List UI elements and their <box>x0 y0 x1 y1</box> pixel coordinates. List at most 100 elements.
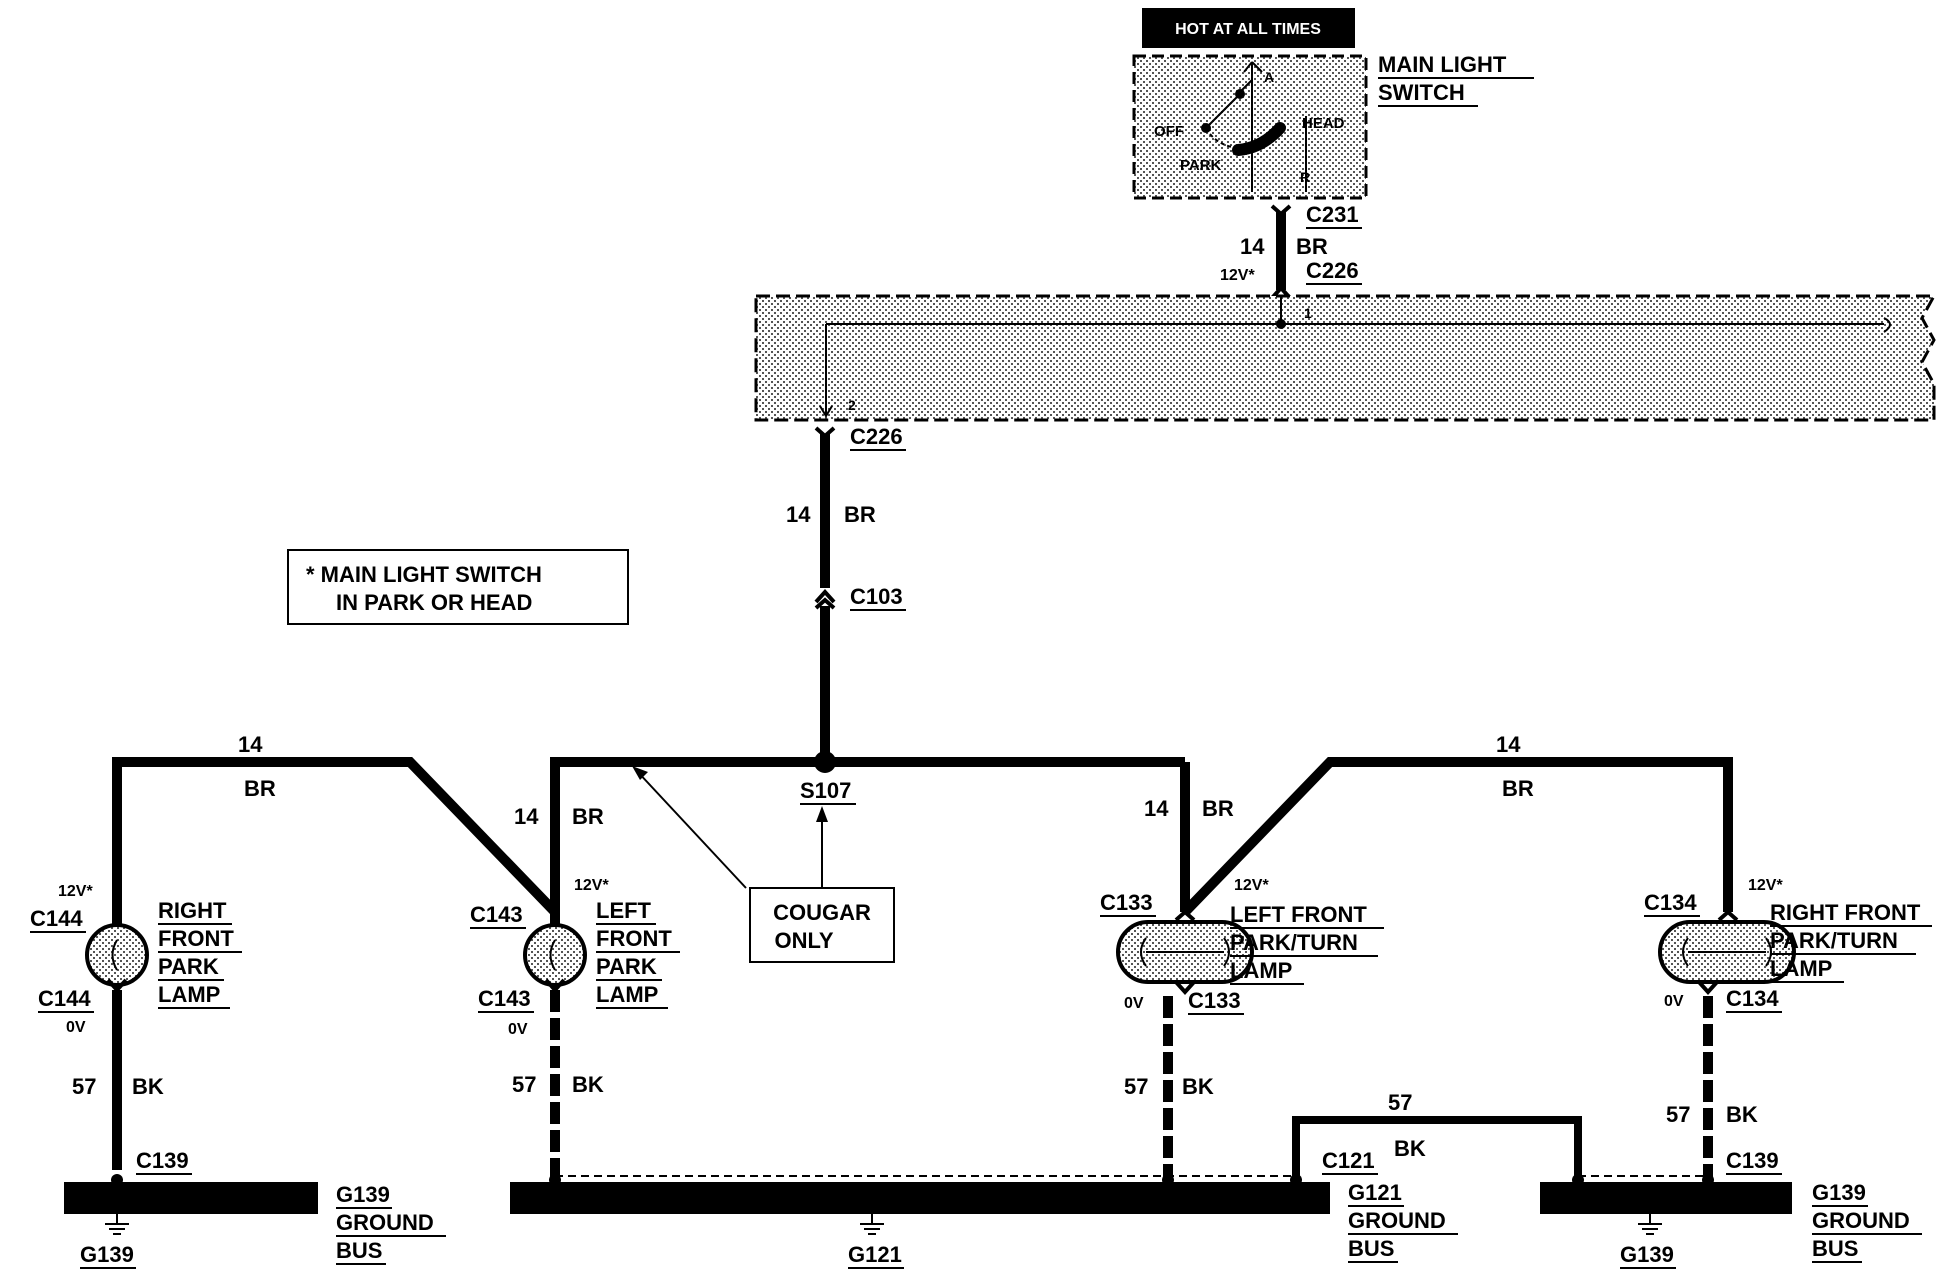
lamp2-voltage-bottom: 0V <box>508 1021 528 1038</box>
switch-pos-a: A <box>1264 69 1274 85</box>
main-light-switch-title-2: SWITCH <box>1378 80 1465 105</box>
lamp4-voltage-bottom: 0V <box>1664 993 1684 1010</box>
lamp3-name-2: PARK/TURN <box>1230 930 1358 955</box>
ground-right-name-1: G139 <box>1812 1180 1866 1205</box>
lamp1-name-3: PARK <box>158 954 219 979</box>
lamp2-name-1: LEFT <box>596 898 652 923</box>
lamp2-connector-top: C143 <box>470 902 523 927</box>
note-line-2: IN PARK OR HEAD <box>336 590 532 615</box>
lamp3-name-3: LAMP <box>1230 958 1292 983</box>
feed-voltage: 12V* <box>1220 267 1255 284</box>
ground-left-name-3: BUS <box>336 1238 382 1263</box>
lamp-left-front-park: 12V* C143 LEFT FRONT PARK LAMP C143 0V 5… <box>470 877 680 1180</box>
c226-top-label: C226 <box>1306 258 1359 283</box>
lamp4-name-3: LAMP <box>1770 956 1832 981</box>
cougar-line-2: ONLY <box>774 928 833 953</box>
lamp1-bus-connector: C139 <box>136 1148 189 1173</box>
ground-center-symbol-label: G121 <box>848 1242 902 1267</box>
switch-pin-r: R <box>1300 169 1310 185</box>
ground-left-name-2: GROUND <box>336 1210 434 1235</box>
br-distribution: 14 BR 14 BR 14 BR 14 BR <box>112 732 1733 928</box>
ground-left-symbol-label: G139 <box>80 1242 134 1267</box>
lamp1-voltage-top: 12V* <box>58 883 93 900</box>
br-gauge-3: 14 <box>1144 796 1169 821</box>
note-box: * MAIN LIGHT SWITCH IN PARK OR HEAD <box>287 549 629 625</box>
br-color-1: BR <box>244 776 276 801</box>
br-gauge-4: 14 <box>1496 732 1521 757</box>
lamp3-bk-color: BK <box>1182 1074 1214 1099</box>
lamp-right-front-park-turn: 12V* C134 RIGHT FRONT PARK/TURN LAMP 0V … <box>1644 877 1932 1180</box>
lamp2-bk-gauge: 57 <box>512 1072 536 1097</box>
pin-2-label: 2 <box>848 397 856 413</box>
lamp-right-front-park: 12V* C144 RIGHT FRONT PARK LAMP C144 0V … <box>30 883 242 1175</box>
feed-gauge-top: 14 <box>1240 234 1265 259</box>
lamp1-bk-color: BK <box>132 1074 164 1099</box>
hot-at-all-times-box <box>1142 8 1355 48</box>
feed-color-top: BR <box>1296 234 1328 259</box>
switch-pos-park: PARK <box>1180 157 1222 174</box>
lamp4-connector-top: C134 <box>1644 890 1697 915</box>
ground-right-name-3: BUS <box>1812 1236 1858 1261</box>
c226-bottom-label: C226 <box>850 424 903 449</box>
lamp2-name-4: LAMP <box>596 982 658 1007</box>
lamp3-name-1: LEFT FRONT <box>1230 902 1367 927</box>
ground-bus-left: G139 G139 GROUND BUS <box>64 1174 446 1269</box>
br-color-3: BR <box>1202 796 1234 821</box>
ground-right-name-2: GROUND <box>1812 1208 1910 1233</box>
lamp1-name-2: FRONT <box>158 926 234 951</box>
lamp2-voltage-top: 12V* <box>574 877 609 894</box>
main-light-switch-title-1: MAIN LIGHT <box>1378 52 1507 77</box>
cougar-only-callout: COUGAR ONLY <box>632 766 895 963</box>
br-gauge-1: 14 <box>238 732 263 757</box>
lamp2-bk-color: BK <box>572 1072 604 1097</box>
feed-color-mid: BR <box>844 502 876 527</box>
ground-bus-right: G139 G139 GROUND BUS <box>1540 1174 1922 1269</box>
lamp1-bk-gauge: 57 <box>72 1074 96 1099</box>
c231-label: C231 <box>1306 202 1359 227</box>
lamp4-name-1: RIGHT FRONT <box>1770 900 1921 925</box>
c121-label: C121 <box>1322 1148 1375 1173</box>
c103-label: C103 <box>850 584 903 609</box>
switch-pos-off: OFF <box>1154 123 1184 140</box>
lamp2-connector-bottom: C143 <box>478 986 531 1011</box>
feed-wire: C231 14 BR 12V* C226 <box>1220 202 1362 300</box>
br-color-2: BR <box>572 804 604 829</box>
lamp4-connector-bottom: C134 <box>1726 986 1779 1011</box>
feed-gauge-mid: 14 <box>786 502 811 527</box>
lamp4-voltage-top: 12V* <box>1748 877 1783 894</box>
lamp3-connector-top: C133 <box>1100 890 1153 915</box>
s107-label: S107 <box>800 778 851 803</box>
ground-left-name-1: G139 <box>336 1182 390 1207</box>
lamp1-voltage-bottom: 0V <box>66 1019 86 1036</box>
lamp-left-front-park-turn: 12V* C133 LEFT FRONT PARK/TURN LAMP 0V C… <box>1100 877 1384 1180</box>
lamp1-name-1: RIGHT <box>158 898 227 923</box>
switch-pos-head: HEAD <box>1302 115 1345 132</box>
junction-harness: 1 2 <box>754 294 1937 422</box>
crossover-bk-color: BK <box>1394 1136 1426 1161</box>
main-light-switch: HOT AT ALL TIMES MAIN LIGHT SWITCH A OFF… <box>1132 8 1534 200</box>
cougar-line-1: COUGAR <box>773 900 871 925</box>
hot-at-all-times-label: HOT AT ALL TIMES <box>1175 21 1321 38</box>
lamp3-bk-gauge: 57 <box>1124 1074 1148 1099</box>
ground-crossover: 57 BK C121 <box>555 1090 1708 1182</box>
crossover-bk-gauge: 57 <box>1388 1090 1412 1115</box>
ground-center-name-1: G121 <box>1348 1180 1402 1205</box>
lamp1-name-4: LAMP <box>158 982 220 1007</box>
br-color-4: BR <box>1502 776 1534 801</box>
lamp2-name-3: PARK <box>596 954 657 979</box>
lamp3-voltage-top: 12V* <box>1234 877 1269 894</box>
ground-right-symbol-label: G139 <box>1620 1242 1674 1267</box>
lamp2-name-2: FRONT <box>596 926 672 951</box>
lamp4-bk-gauge: 57 <box>1666 1102 1690 1127</box>
note-line-1: * MAIN LIGHT SWITCH <box>306 562 542 587</box>
ground-center-name-3: BUS <box>1348 1236 1394 1261</box>
lamp4-bus-connector: C139 <box>1726 1148 1779 1173</box>
lamp4-name-2: PARK/TURN <box>1770 928 1898 953</box>
ground-bus-center: G121 G121 GROUND BUS <box>510 1174 1458 1269</box>
br-gauge-2: 14 <box>514 804 539 829</box>
ground-center-name-2: GROUND <box>1348 1208 1446 1233</box>
feed-to-splice: C226 14 BR C103 S107 <box>786 424 906 805</box>
pin-1-label: 1 <box>1304 305 1312 321</box>
lamp4-bk-color: BK <box>1726 1102 1758 1127</box>
